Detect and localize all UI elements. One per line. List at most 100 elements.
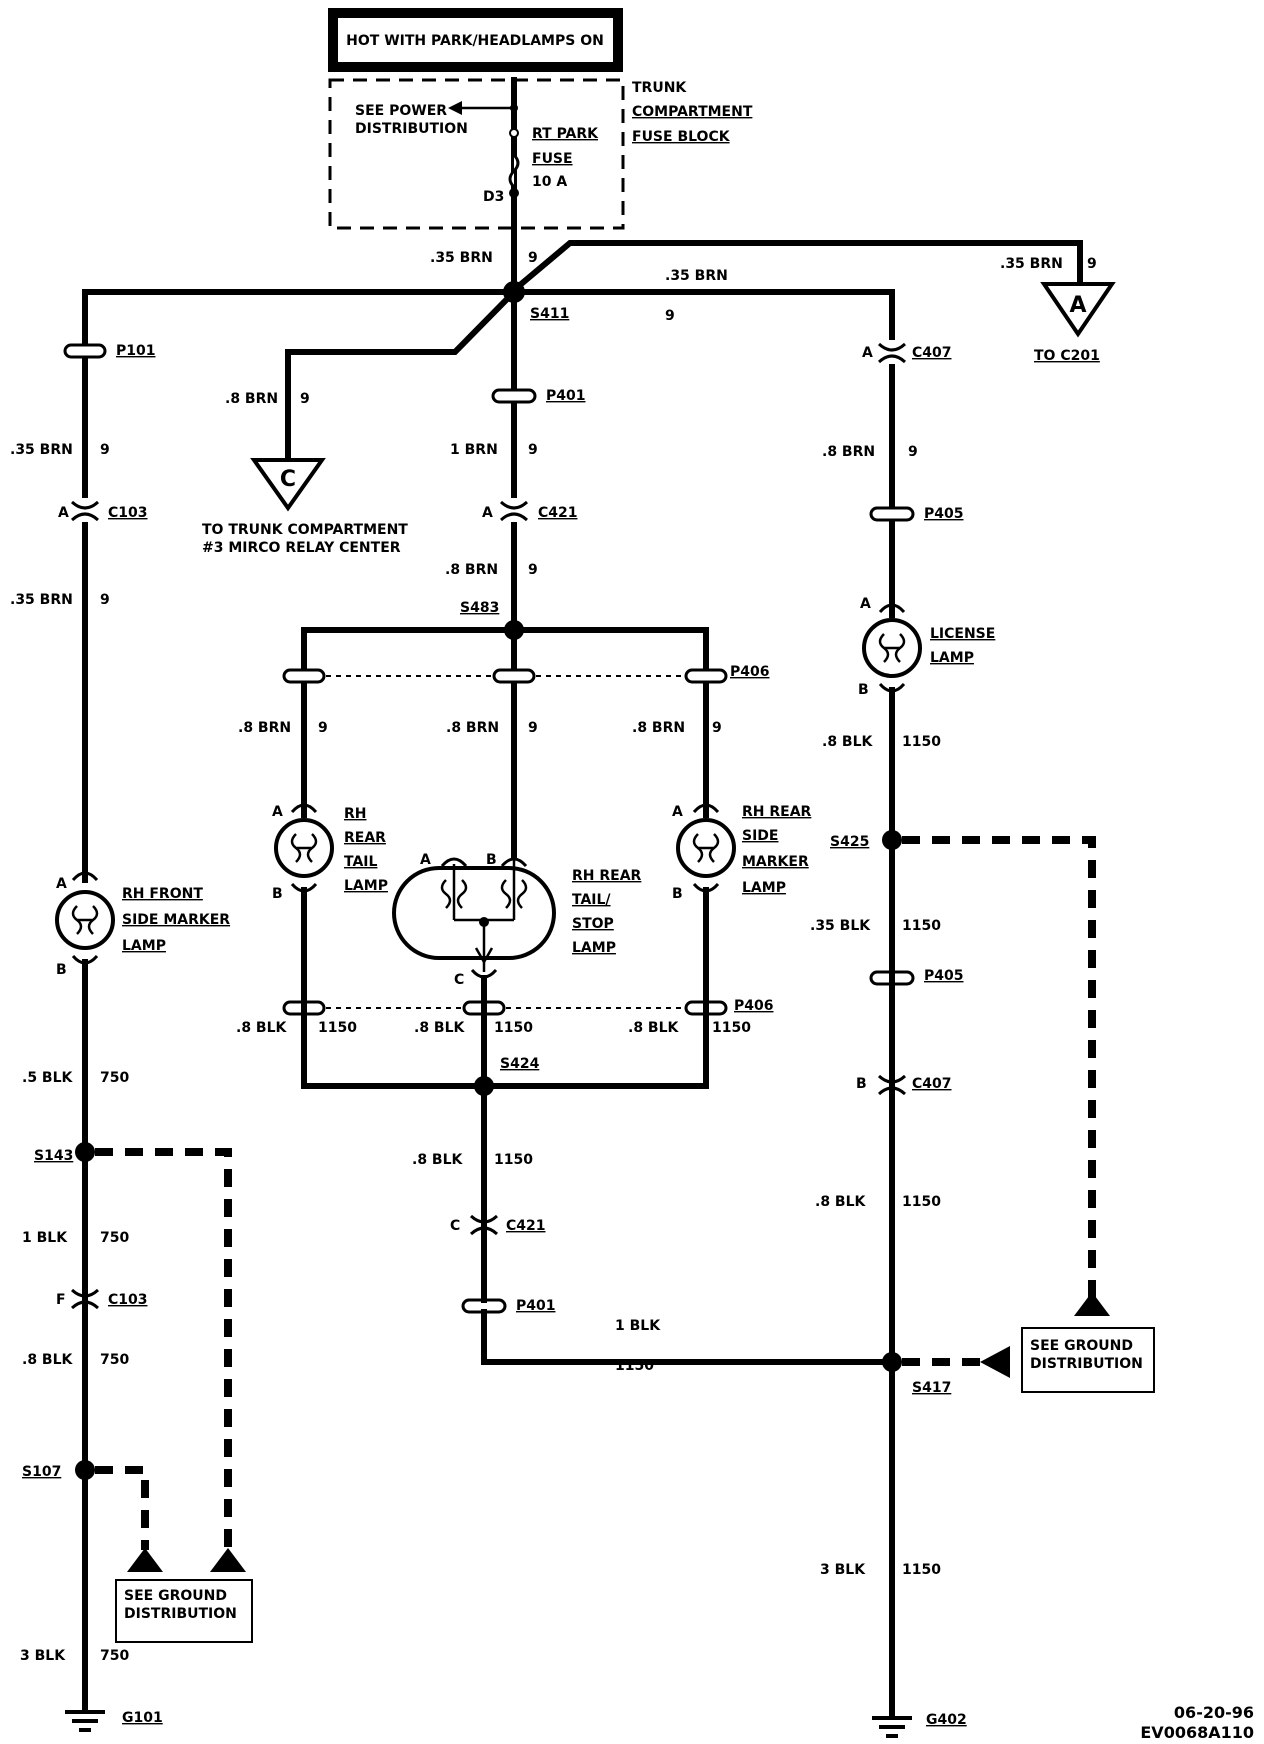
wire-number: 9 [665,308,675,324]
connector-label: P401 [546,388,585,404]
s107-label: S107 [22,1464,61,1480]
side-lamp-label-2: SIDE [742,828,778,844]
pin-label: A [272,804,283,820]
wire-number: 9 [100,442,110,458]
connector-p406-bottom: P406 [282,998,773,1016]
block-label-2: COMPARTMENT [632,104,753,120]
wire-number: 9 [528,562,538,578]
wire-number: 9 [712,720,722,736]
wire-number: 1150 [902,734,941,750]
fuse-block: SEE POWER DISTRIBUTION RT PARK FUSE 10 A… [328,77,753,231]
connector-label: P101 [116,343,155,359]
connector-p406-top: P406 [282,664,769,684]
wire-number: 1150 [494,1152,533,1168]
s417-label: S417 [912,1380,951,1396]
rh-rear-tail-stop-lamp: A B C RH REAR TAIL/ STOP LAMP [392,852,642,1089]
stop-lamp-label-2: TAIL/ [572,892,611,908]
connector-label: P401 [516,1298,555,1314]
wire-label: .8 BRN [822,444,875,460]
fuse-pin: D3 [483,189,504,205]
wire-number: 1150 [902,1194,941,1210]
pin-label: A [56,876,67,892]
connector-label: C103 [108,505,148,521]
hot-label: HOT WITH PARK/HEADLAMPS ON [346,33,604,49]
wire-label: .8 BLK [815,1194,867,1210]
pin-label: B [486,852,497,868]
power-distribution-label: DISTRIBUTION [355,121,468,137]
offpage-a: A TO C201 [1034,282,1116,364]
offpage-c-label-1: TO TRUNK COMPARTMENT [202,522,408,538]
connector-p401-top: P401 [491,388,585,404]
side-lamp-label-1: RH REAR [742,804,812,820]
wire-number: 9 [528,720,538,736]
wire-label: .8 BLK [822,734,874,750]
wire-label: .5 BLK [22,1070,74,1086]
ground-g402: G402 [872,1712,967,1738]
wire-label: 3 BLK [820,1562,866,1578]
g101-label: G101 [122,1710,163,1726]
see-ground-label-2: DISTRIBUTION [1030,1356,1143,1372]
connector-label: C407 [912,345,952,361]
fuse-name: RT PARK [532,126,599,142]
offpage-a-symbol: A [1069,293,1086,318]
wire-number: 750 [100,1230,129,1246]
connector-c421-top: A C421 [482,498,578,522]
wire-label: 1 BLK [22,1230,68,1246]
wire-label: .8 BLK [236,1020,288,1036]
wire-number: 750 [100,1648,129,1664]
wire-number: 9 [100,592,110,608]
wire-label: 1 BRN [450,442,498,458]
connector-c103-top: A C103 [58,498,148,522]
connector-label: P405 [924,506,963,522]
fuse-word: FUSE [532,151,573,167]
pin-label: B [56,962,67,978]
tail-lamp-label-4: LAMP [344,878,388,894]
pin-label: A [860,596,871,612]
offpage-c: C TO TRUNK COMPARTMENT #3 MIRCO RELAY CE… [202,458,408,556]
wire-label: .35 BRN [430,250,493,266]
ground-dashes [95,836,1110,1572]
block-label-1: TRUNK [632,80,687,96]
tail-lamp-label-3: TAIL [344,854,378,870]
wire-label: .35 BLK [810,918,871,934]
see-ground-label-2: DISTRIBUTION [124,1606,237,1622]
wire-number: 9 [528,250,538,266]
diagram-date: 06-20-96 [1174,1703,1254,1722]
connector-c421-bottom: C C421 [450,1212,546,1236]
ground-wires [301,1083,895,1719]
wire-number: 750 [100,1352,129,1368]
splice-s483 [504,620,524,640]
fuse-rating: 10 A [532,174,567,190]
wire-label: .8 BLK [628,1020,680,1036]
rh-rear-side-marker-lamp: A B RH REAR SIDE MARKER LAMP [672,803,812,1089]
wire-labels: .35 BRN 9 .35 BRN 9 .35 BRN 9 .35 BRN 9 … [10,250,1097,1664]
wire-label: .35 BRN [665,268,728,284]
wire-number: 1150 [902,918,941,934]
wire-label: .8 BRN [632,720,685,736]
s425-label: S425 [830,834,869,850]
license-lamp: A B LICENSE LAMP [858,596,995,1375]
wire-label: 1 BLK [615,1318,661,1334]
wire-number: 1150 [494,1020,533,1036]
license-lamp-label-2: LAMP [930,650,974,666]
front-lamp-label-2: SIDE MARKER [122,912,230,928]
connector-c407-bottom: B C407 [856,1072,952,1096]
offpage-c-label-2: #3 MIRCO RELAY CENTER [202,540,401,556]
tail-lamp-label-2: REAR [344,830,386,846]
wire-label: .35 BRN [10,442,73,458]
s411-label: S411 [530,306,569,322]
wire-label: .8 BRN [238,720,291,736]
connector-p405-bottom: P405 [869,968,963,986]
s483-label: S483 [460,600,499,616]
block-label-3: FUSE BLOCK [632,129,731,145]
offpage-a-label: TO C201 [1034,348,1100,364]
connector-label: P406 [734,998,773,1014]
wire-label: .8 BLK [22,1352,74,1368]
pin-label: A [420,852,431,868]
pin-label: B [672,886,683,902]
see-ground-label-1: SEE GROUND [1030,1338,1133,1354]
wire-label: .8 BLK [412,1152,464,1168]
pin-label: C [450,1218,460,1234]
rh-rear-tail-lamp: A B RH REAR TAIL LAMP [272,803,388,1089]
connector-c407-top: A C407 [862,340,952,364]
